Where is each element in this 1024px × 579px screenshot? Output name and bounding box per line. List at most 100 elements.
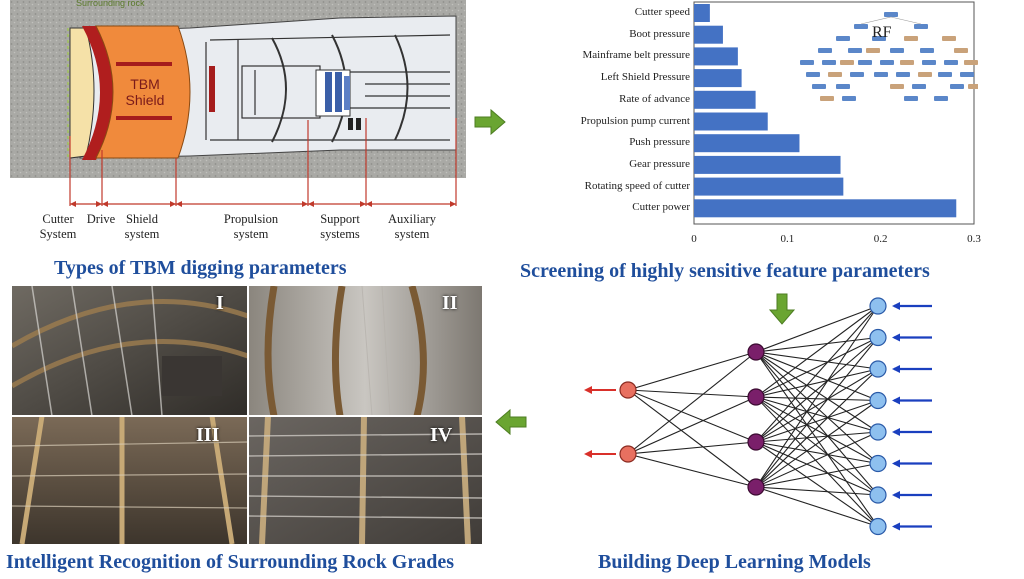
rf-tree-inset: [800, 12, 978, 101]
rf-node: [934, 96, 948, 101]
recognition-caption: Intelligent Recognition of Surrounding R…: [6, 551, 454, 573]
rf-node: [822, 60, 836, 65]
rf-node: [890, 84, 904, 89]
shield-label: TBM Shield: [114, 76, 176, 108]
rf-node: [900, 60, 914, 65]
subsystem-label-propulsion: Propulsion system: [223, 212, 279, 241]
bar-5: [694, 112, 768, 131]
hidden-node: [747, 343, 765, 361]
rf-node: [818, 48, 832, 53]
category-label: Push pressure: [629, 136, 690, 149]
neural-network: [584, 297, 932, 536]
category-label: Mainframe belt pressure: [582, 49, 690, 62]
rock-photo-grid: [10, 285, 483, 545]
subsystem-label-shield: Shield system: [124, 212, 160, 241]
subsystem-brackets: [69, 118, 457, 206]
grade-label-i: I: [216, 292, 224, 314]
tbm-diagram: Surrounding rock TBM Shield Cutter Syste…: [10, 0, 466, 258]
cutter-ring: [82, 26, 115, 160]
hidden-node: [747, 433, 765, 451]
input-node: [869, 328, 887, 347]
rf-node: [880, 60, 894, 65]
rf-node: [820, 96, 834, 101]
subsystem-label-cutter: Cutter System: [39, 212, 77, 241]
rf-node: [890, 48, 904, 53]
input-node: [869, 360, 887, 378]
hidden-node: [747, 478, 765, 496]
photo-grade-iv: [247, 415, 483, 545]
rf-node: [918, 72, 932, 77]
rf-node: [944, 60, 958, 65]
rf-node: [854, 24, 868, 29]
rf-node: [904, 36, 918, 41]
rf-node: [950, 84, 964, 89]
bar-9: [694, 199, 957, 218]
rf-node: [968, 84, 978, 89]
output-node: [619, 445, 637, 463]
flow-arrow-down: [768, 293, 796, 325]
rf-node: [942, 36, 956, 41]
rf-node: [842, 96, 856, 101]
rf-node: [812, 84, 826, 89]
photo-grade-iii: [11, 415, 249, 545]
category-label: Rotating speed of cutter: [584, 179, 690, 192]
x-tick-label: 0.1: [780, 233, 794, 245]
photo-grade-i: [10, 285, 249, 417]
rf-node: [836, 36, 850, 41]
support-system-block: [315, 69, 361, 130]
rf-node: [896, 72, 910, 77]
rf-node: [914, 24, 928, 29]
bar-6: [694, 134, 800, 153]
rf-node: [858, 60, 872, 65]
tbm-illustration: [10, 0, 466, 207]
category-label: Gear pressure: [629, 157, 690, 170]
shield-label-line2: Shield: [125, 92, 165, 108]
flow-arrow-left: [495, 408, 527, 436]
rf-node: [828, 72, 842, 77]
rf-node: [874, 72, 888, 77]
input-node: [869, 517, 887, 536]
rf-node: [848, 48, 862, 53]
rf-node: [840, 60, 854, 65]
grade-label-ii: II: [442, 292, 458, 314]
category-label: Cutter speed: [634, 6, 690, 18]
bar-1: [694, 25, 723, 44]
input-node: [869, 391, 887, 410]
input-node: [869, 423, 887, 441]
input-node: [869, 297, 887, 315]
category-label: Rate of advance: [619, 92, 690, 105]
rf-node: [960, 72, 974, 77]
rf-node: [850, 72, 864, 77]
rf-node: [806, 72, 820, 77]
rf-node: [872, 36, 886, 41]
bar-0: [694, 4, 710, 22]
subsystem-label-support: Support systems: [320, 212, 360, 241]
output-node: [619, 381, 637, 399]
shield-label-line1: TBM: [130, 76, 160, 92]
rf-node: [836, 84, 850, 89]
rf-label: RF: [872, 24, 892, 41]
photo-grade-ii: [248, 285, 482, 417]
subsystem-label-drive: Drive: [86, 212, 116, 226]
rf-node: [912, 84, 926, 89]
x-tick-label: 0: [691, 233, 697, 245]
grade-label-iii: III: [196, 424, 220, 446]
x-tick-label: 0.3: [967, 233, 981, 245]
rock-grade-photos: I II III IV: [10, 285, 483, 545]
bar-3: [694, 69, 742, 88]
rf-node: [938, 72, 952, 77]
rf-node: [920, 48, 934, 53]
category-label: Left Shield Pressure: [600, 71, 690, 84]
rf-node: [884, 12, 898, 17]
tbm-caption: Types of TBM digging parameters: [54, 257, 347, 279]
drive-marker: [209, 66, 215, 112]
input-node: [869, 486, 887, 504]
chart-bars: [694, 4, 957, 218]
bar-7: [694, 155, 841, 174]
hidden-node: [747, 388, 765, 406]
input-node: [869, 454, 887, 473]
flow-arrow-right: [474, 108, 506, 136]
